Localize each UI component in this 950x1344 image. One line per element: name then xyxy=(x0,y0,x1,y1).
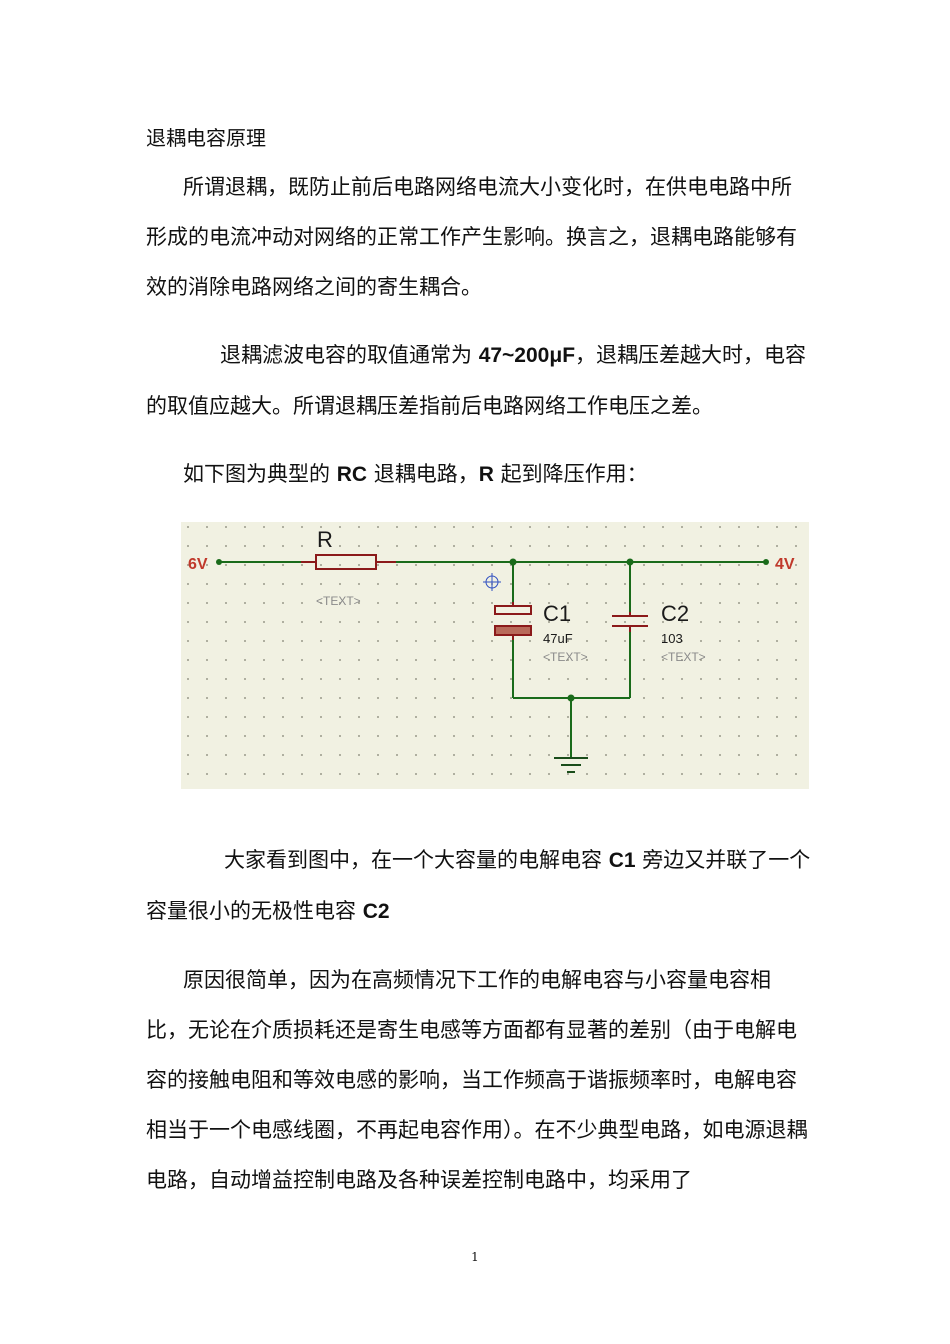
c1-name-label: C1 xyxy=(543,601,571,626)
c1-value-label: 47uF xyxy=(543,631,573,646)
text-segment: 退耦滤波电容的取值通常为 xyxy=(220,343,479,367)
resistor-r xyxy=(315,554,377,570)
input-terminal xyxy=(216,559,222,565)
text-segment: 如下图为典型的 xyxy=(183,462,337,486)
c1-text-placeholder: <TEXT> xyxy=(543,650,588,664)
grid-background xyxy=(181,522,809,789)
page-number: 1 xyxy=(471,1250,479,1264)
resistor-name-label: R xyxy=(317,527,333,552)
text-segment: 起到降压作用： xyxy=(493,462,648,486)
output-voltage-label: 4V xyxy=(775,556,795,573)
text-segment: ，退耦压差越大时，电容的取值应越大。所谓退耦压差指前后电路网络工作电压之差。 xyxy=(146,343,807,418)
page-title: 退耦电容原理 xyxy=(146,126,266,150)
c2-name-label: C2 xyxy=(661,601,689,626)
c2-text-placeholder: <TEXT> xyxy=(661,650,706,664)
c1-positive-plate xyxy=(494,605,532,615)
c2-value-label: 103 xyxy=(661,631,683,646)
output-terminal xyxy=(763,559,769,565)
text-segment: 旁边又并联了一个容量很小的无极性电容 xyxy=(146,848,811,923)
rc-term: RC xyxy=(336,463,368,486)
circuit-schematic: 6V 4V R <TEXT> C1 47uF <TEXT> C2 103 <TE… xyxy=(181,522,809,789)
paragraph-parallel-capacitors: 大家看到图中，在一个大容量的电解电容 C1 旁边又并联了一个容量很小的无极性电容… xyxy=(146,835,811,937)
r-term: R xyxy=(478,463,494,486)
c2-term: C2 xyxy=(362,900,390,923)
text-segment: 大家看到图中，在一个大容量的电解电容 xyxy=(224,848,609,872)
paragraph-figure-intro: 如下图为典型的 RC 退耦电路，R 起到降压作用： xyxy=(146,449,811,500)
paragraph-reason: 原因很简单，因为在高频情况下工作的电解电容与小容量电容相比，无论在介质损耗还是寄… xyxy=(146,968,808,1192)
paragraph-decoupling-definition: 所谓退耦，既防止前后电路网络电流大小变化时，在供电电路中所形成的电流冲动对网络的… xyxy=(146,175,797,299)
c1-negative-plate xyxy=(494,625,532,636)
c1-term: C1 xyxy=(608,849,636,872)
resistor-text-placeholder: <TEXT> xyxy=(316,594,361,608)
capacitance-range: 47~200μF xyxy=(478,344,576,367)
paragraph-capacitor-value: 退耦滤波电容的取值通常为 47~200μF，退耦压差越大时，电容的取值应越大。所… xyxy=(146,330,811,431)
input-voltage-label: 6V xyxy=(188,556,208,573)
text-segment: 退耦电路， xyxy=(367,462,479,486)
rc-decoupling-circuit-diagram: 6V 4V R <TEXT> C1 47uF <TEXT> C2 103 <TE… xyxy=(181,522,809,789)
